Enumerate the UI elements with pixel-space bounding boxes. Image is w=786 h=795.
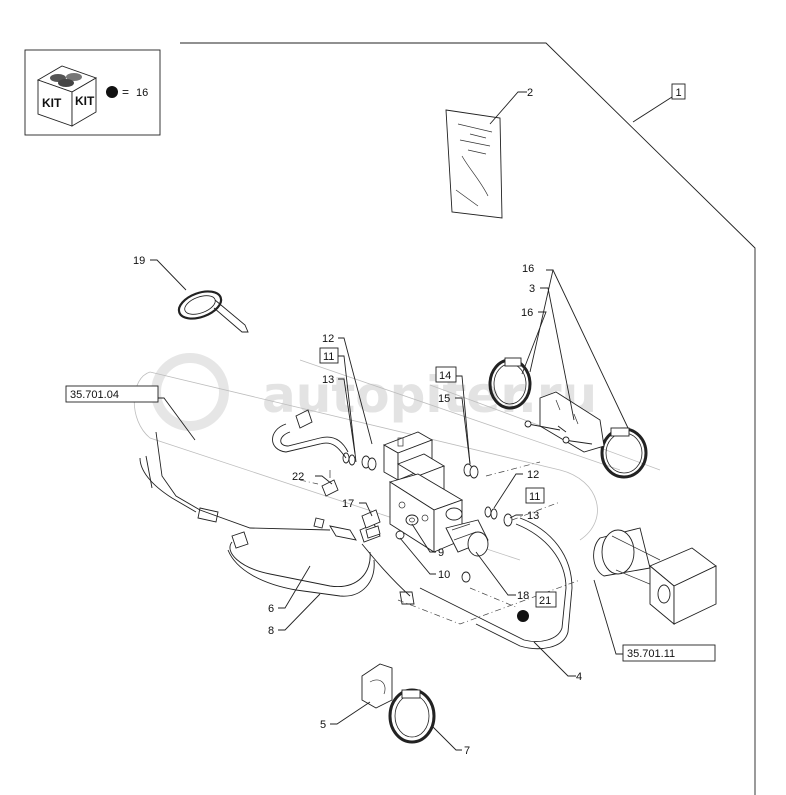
callout-19: 19 [133,255,145,267]
callout-13b: 13 [527,510,539,522]
callout-2: 2 [527,87,533,99]
ref-right-box [622,644,716,662]
hose-clamp-upper-right [600,427,648,479]
alignment-lines [299,461,581,625]
kit-legend-sign: = [122,85,129,99]
ref-left-box [65,385,159,403]
callout-7: 7 [464,745,470,757]
callout-22: 22 [292,471,304,483]
callout-3: 3 [529,283,535,295]
kit-legend-box: KIT KIT = 16 [24,49,161,136]
manual-booklet [445,109,503,219]
callout-1-box [671,83,686,100]
mounting-bracket [524,391,605,453]
ref-left: 35.701.04 [70,389,119,401]
ref-right: 35.701.11 [627,648,675,660]
kit-label-left: KIT [42,96,62,110]
callout-11a-box [319,347,339,364]
pipe-4 [419,517,573,650]
callout-12a: 12 [322,333,334,345]
callout-11b-box [525,487,545,504]
callout-10: 10 [438,569,450,581]
reference-boxes: 35.701.04 35.701.11 [65,385,716,662]
callout-15: 15 [438,393,450,405]
lower-hose-left [139,431,357,541]
callout-11a: 11 [323,351,334,363]
callout-13a: 13 [322,374,334,386]
leader-2 [489,91,527,125]
assembly-bracket-line [180,42,756,795]
callout-14: 14 [439,370,451,382]
callout-14-box [435,366,457,383]
cartridge-valve [445,507,489,557]
callout-11b: 11 [529,491,540,503]
kit-dot-18-icon [517,610,529,622]
callout-1: 1 [676,87,682,99]
hydraulic-cylinder [593,527,717,625]
upper-hose [272,409,349,459]
orings [342,452,529,622]
callout-8: 8 [268,625,274,637]
lower-hose-6-8 [227,523,415,605]
callout-16a: 16 [522,263,534,275]
banjo-fitting [361,509,381,539]
callout-12b: 12 [527,469,539,481]
callout-9: 9 [438,547,444,559]
leader-1 [632,96,673,123]
cylinder-ghost-outline [133,359,661,561]
callout-16b: 16 [521,307,533,319]
kit-label-right: KIT [75,94,95,108]
callout-5: 5 [320,719,326,731]
callout-21-box [535,591,557,608]
hose-clamp-upper-left [488,357,532,410]
leader-lines [158,269,629,751]
elbow-fitting [321,470,339,497]
callout-18: 18 [517,590,529,602]
hose-clip [361,663,393,709]
kit-box-icon: KIT KIT [36,65,98,127]
leader-19 [150,259,187,291]
kit-legend-number: 16 [136,87,148,99]
cable-tie [177,290,249,333]
hose-clamp-lower [388,688,436,744]
callout-4: 4 [576,671,582,683]
callout-6: 6 [268,603,274,615]
callout-21: 21 [539,595,551,607]
callouts: 1 2 3 4 5 6 7 8 9 10 11 11 12 12 13 13 1… [133,83,686,757]
kit-dot-icon [106,86,118,98]
callout-17: 17 [342,498,354,510]
